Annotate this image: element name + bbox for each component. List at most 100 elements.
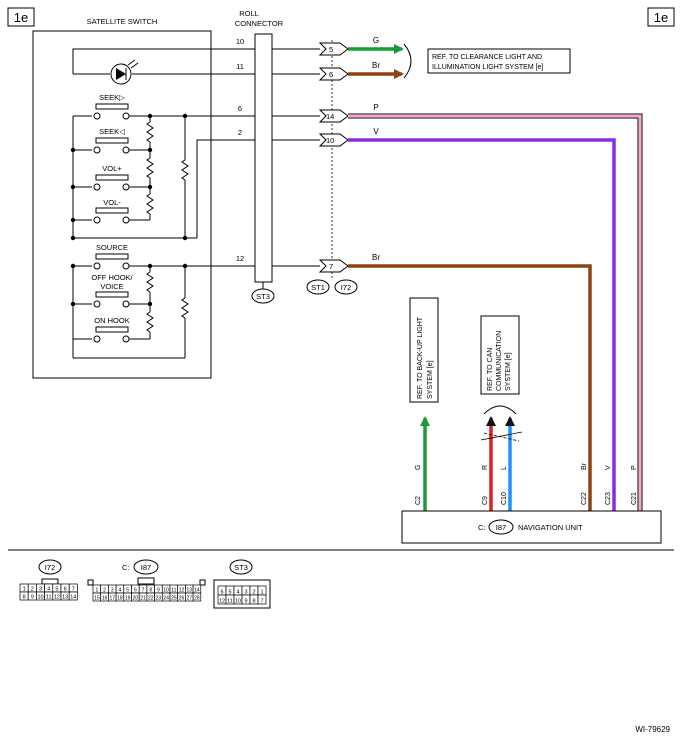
nav-label: NAVIGATION UNIT <box>518 523 583 532</box>
wire-pink <box>348 113 643 511</box>
roll-title-1: ROLL <box>239 9 259 18</box>
svg-text:REF. TO CLEARANCE LIGHT AND: REF. TO CLEARANCE LIGHT AND <box>432 54 542 61</box>
connector-pin-number: 7 <box>260 599 263 605</box>
seek-up-label: SEEK▷ <box>99 93 125 102</box>
connector-pin-number: 9 <box>244 599 247 605</box>
connector-pin-number: 27 <box>186 596 192 602</box>
vlabel-br: Br <box>581 462 588 470</box>
junction-dots <box>70 113 188 307</box>
connector-pin-number: 4 <box>47 587 50 593</box>
switch-source: SOURCE <box>73 243 150 270</box>
svg-text:REF. TO BACK-UP LIGHT: REF. TO BACK-UP LIGHT <box>417 316 424 399</box>
wire-number: 2 <box>238 128 242 137</box>
wire-number: 11 <box>236 62 244 71</box>
svg-text:7: 7 <box>329 262 333 271</box>
terminal-6: 6 <box>318 67 349 81</box>
connector-pin-number: 5 <box>126 588 129 594</box>
vlabel-p: P <box>631 465 638 470</box>
ref-arc <box>403 43 412 79</box>
connector-pin-number: 20 <box>133 596 139 602</box>
connector-pin-number: 1 <box>260 590 263 596</box>
wire-violet <box>348 138 616 511</box>
terminal-5: 5 <box>318 42 349 56</box>
tag-left-text: 1e <box>14 10 28 25</box>
pin-c21: C21 <box>631 492 638 505</box>
wire-label-p: P <box>373 103 378 112</box>
connector-pin-number: 14 <box>70 595 76 601</box>
tag-right-text: 1e <box>654 10 668 25</box>
connector-pin-number: 6 <box>220 590 223 596</box>
tag-left: 1e <box>7 7 35 27</box>
connector-pin-number: 3 <box>39 587 42 593</box>
connector-pin-number: 4 <box>119 588 122 594</box>
st1-label: ST1 <box>311 283 325 292</box>
connector-pin-number: 2 <box>31 587 34 593</box>
wire-label-br: Br <box>372 61 380 70</box>
tag-right: 1e <box>647 7 675 27</box>
switch-off-hook: OFF HOOK/ VOICE <box>73 273 150 308</box>
switch-vol-up: VOL+ <box>73 164 150 191</box>
satellite-switch-title: SATELLITE SWITCH <box>87 17 158 26</box>
connector-pin-number: 8 <box>23 595 26 601</box>
pin-c10: C10 <box>501 492 508 505</box>
terminal-pins: 5 6 14 10 7 <box>318 42 349 273</box>
off-hook-label: OFF HOOK/ <box>91 273 133 282</box>
connector-pin-cell <box>192 592 202 602</box>
terminal-14: 14 <box>318 109 349 123</box>
terminal-10: 10 <box>318 133 349 147</box>
connector-pin-number: 7 <box>142 588 145 594</box>
svg-text:COMMUNICATION: COMMUNICATION <box>496 331 503 391</box>
connector-pin-number: 12 <box>179 588 185 594</box>
i72-label: I72 <box>341 283 351 292</box>
wire-number: 10 <box>236 37 244 46</box>
connector-pin-number: 18 <box>117 596 123 602</box>
pin-c22: C22 <box>581 492 588 505</box>
connector-pin-number: 22 <box>148 596 154 602</box>
connector-pin-number: 11 <box>171 588 176 594</box>
svg-text:10: 10 <box>326 136 334 145</box>
ref-can-box: REF. TO CAN COMMUNICATION SYSTEM [e] <box>480 315 520 395</box>
connector-pin-number: 16 <box>102 596 108 602</box>
svg-text:I87: I87 <box>141 563 151 572</box>
connector-pin-number: 8 <box>252 599 255 605</box>
voice-label: VOICE <box>100 282 123 291</box>
vlabel-l: L <box>501 466 508 470</box>
satellite-switch: SATELLITE SWITCH SEEK▷ <box>32 17 255 379</box>
roll-title-2: CONNECTOR <box>235 19 284 28</box>
figure-id: WI-79629 <box>635 725 670 734</box>
connector-pin-number: 9 <box>31 595 34 601</box>
connector-pin-number: 1 <box>23 587 26 593</box>
connector-pin-number: 6 <box>134 588 137 594</box>
connector-pin-number: 4 <box>236 590 239 596</box>
connector-pin-number: 28 <box>194 596 200 602</box>
connector-pin-number: 26 <box>179 596 185 602</box>
svg-text:5: 5 <box>329 45 333 54</box>
st1-badge <box>306 279 330 295</box>
connector-pin-number: 17 <box>109 596 115 602</box>
i72-badge <box>334 279 358 295</box>
connector-pin-number: 3 <box>244 590 247 596</box>
connector-pin-number: 11 <box>46 595 52 601</box>
connector-pin-number: 9 <box>157 588 160 594</box>
twist-line <box>480 431 523 441</box>
vol-down-label: VOL- <box>103 198 121 207</box>
connector-pin-number: 2 <box>103 588 106 594</box>
wire-number: 12 <box>236 254 244 263</box>
can-arc <box>483 405 517 415</box>
connector-pin-number: 25 <box>171 596 177 602</box>
switch-vol-down: VOL- <box>73 198 150 224</box>
switch-seek-down: SEEK◁ <box>73 127 150 154</box>
connector-pin-number: 1 <box>95 588 98 594</box>
svg-text:ST3: ST3 <box>234 563 248 572</box>
svg-text:SYSTEM [e]: SYSTEM [e] <box>427 360 434 399</box>
seek-down-label: SEEK◁ <box>99 127 125 136</box>
connector-pin-number: 24 <box>163 596 169 602</box>
connector-pin-number: 13 <box>186 588 192 594</box>
roll-connector: ROLL CONNECTOR ST3 <box>235 9 284 304</box>
connector-pin-number: 23 <box>156 596 162 602</box>
ref-backup-box: REF. TO BACK-UP LIGHT SYSTEM [e] <box>409 297 439 403</box>
vlabel-g: G <box>415 465 422 470</box>
